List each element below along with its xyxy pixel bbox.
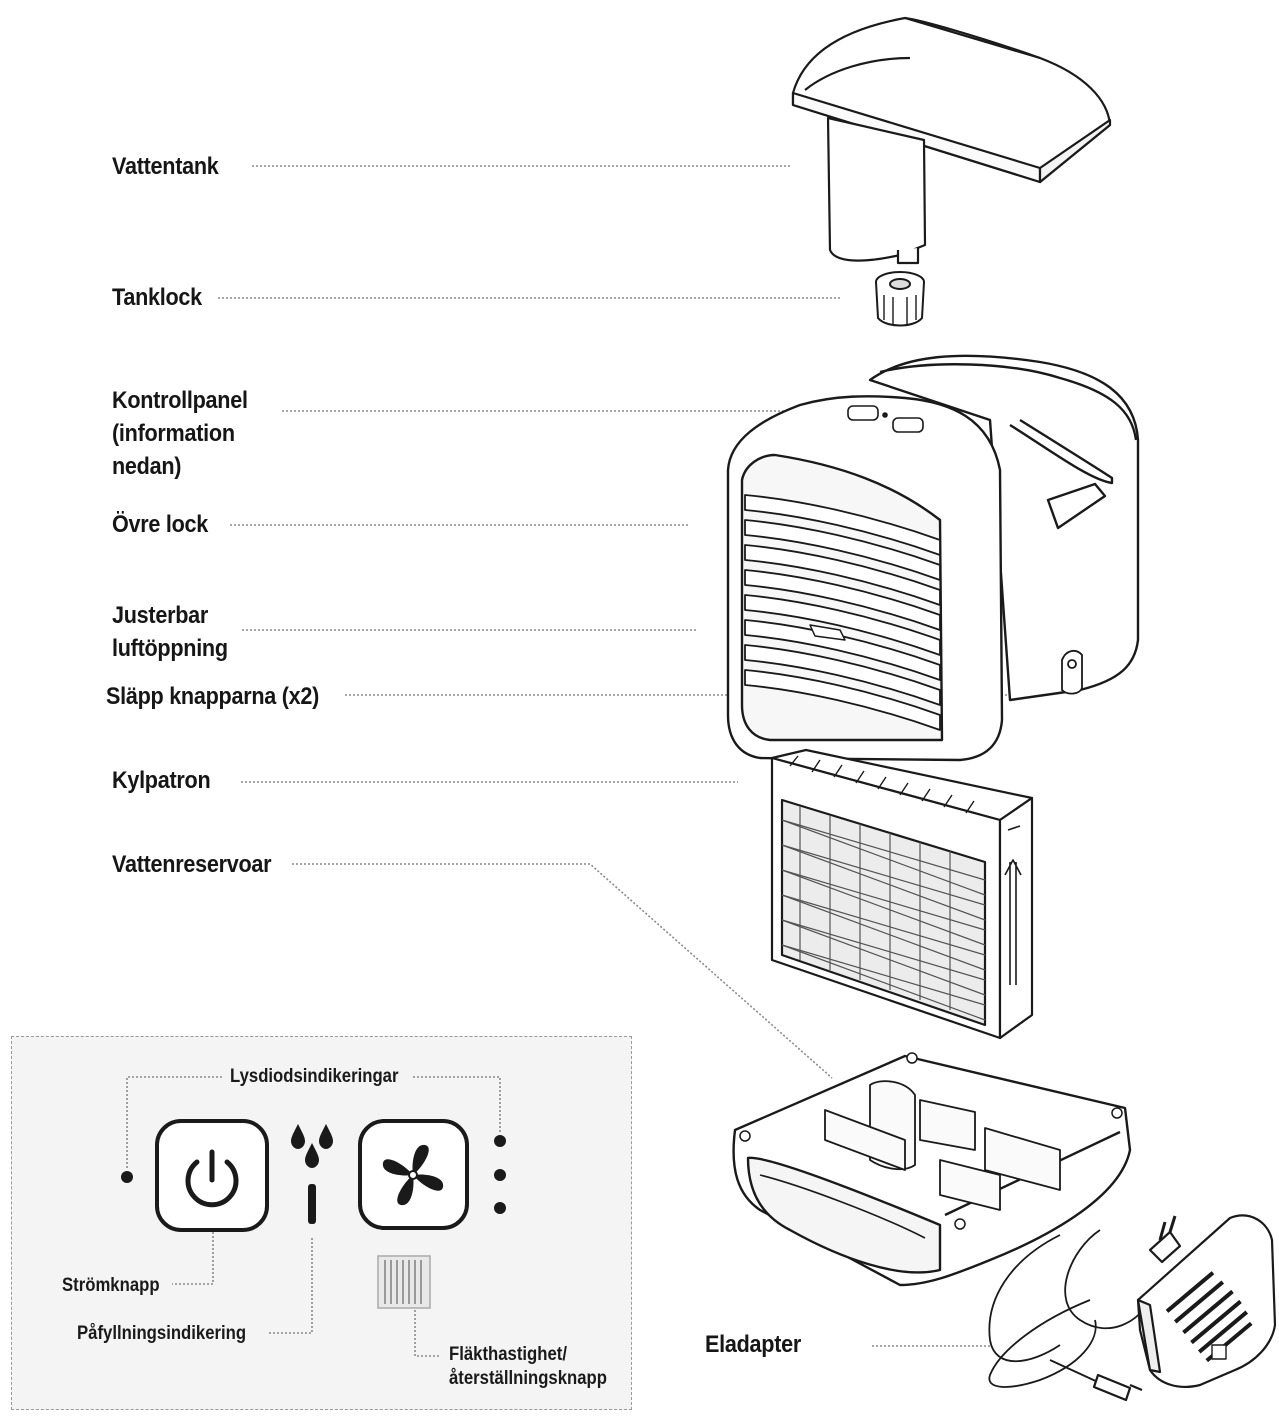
filter-icon — [377, 1255, 431, 1309]
label-cooling-cartridge: Kylpatron — [112, 767, 211, 794]
cooling-cartridge — [770, 748, 1034, 1040]
refill-indicator — [308, 1184, 316, 1224]
label-adjustable-vent: Justerbar luftöppning — [112, 602, 228, 663]
cooler-body — [726, 354, 1140, 762]
label-fan-speed-reset: Fläkthastighet/ återställningsknapp — [449, 1344, 607, 1389]
label-power-adapter: Eladapter — [705, 1331, 802, 1358]
tank-cap — [875, 271, 925, 327]
power-icon — [185, 1149, 239, 1208]
label-refill-indicator: Påfyllningsindikering — [77, 1323, 247, 1344]
label-top-cover: Övre lock — [112, 511, 209, 538]
label-control-panel: Kontrollpanel (information nedan) — [112, 387, 248, 481]
label-release-buttons: Släpp knapparna (x2) — [106, 683, 320, 710]
label-water-tank: Vattentank — [112, 153, 219, 180]
label-power-button: Strömknapp — [62, 1275, 160, 1296]
control-panel-inset — [11, 1036, 632, 1410]
label-tank-cap: Tanklock — [112, 284, 202, 311]
power-adapter — [988, 1214, 1277, 1402]
water-reservoir — [732, 1052, 1132, 1287]
water-tank — [791, 16, 1112, 265]
led-dot — [121, 1171, 133, 1183]
water-drop-icon — [291, 1124, 333, 1168]
fan-icon — [382, 1144, 444, 1206]
control-panel-drawing — [121, 1076, 506, 1357]
label-led-indicators: Lysdiodsindikeringar — [230, 1066, 399, 1087]
label-water-reservoir: Vattenreservoar — [112, 851, 272, 878]
